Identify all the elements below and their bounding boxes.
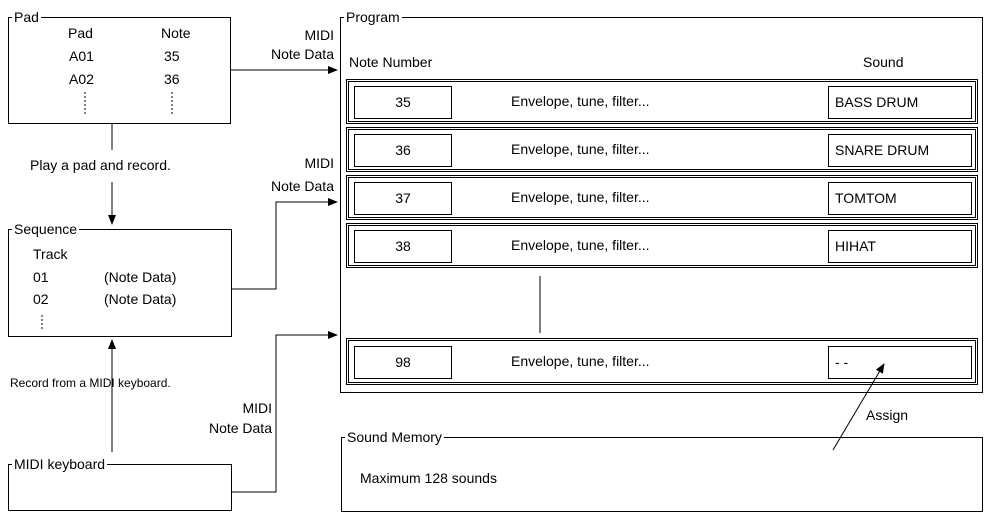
program-box-title: Program [344, 9, 402, 25]
sound-memory-title: Sound Memory [345, 429, 444, 445]
note-number-cell: 38 [354, 230, 452, 263]
midi-label: MIDI [304, 155, 334, 171]
arrow-sequence-to-program [232, 198, 338, 290]
note-data-label: Note Data [270, 178, 334, 194]
pad-box-title: Pad [12, 9, 41, 25]
pad-row-pad: A01 [69, 48, 94, 64]
midi-keyboard-box: MIDI keyboard [8, 456, 232, 511]
assign-label: Assign [866, 407, 909, 423]
parameters-text: Envelope, tune, filter... [511, 237, 650, 253]
program-row: 36 Envelope, tune, filter... SNARE DRUM [346, 127, 978, 172]
sound-cell: SNARE DRUM [828, 134, 972, 167]
sequence-row-track: 02 [33, 291, 49, 307]
pad-box: Pad Pad Note A01 35 A02 36 [8, 9, 231, 124]
sound-cell: HIHAT [828, 230, 972, 263]
midi-label: MIDI [304, 27, 334, 43]
sequence-row-data: (Note Data) [104, 269, 177, 285]
sequence-row-data: (Note Data) [104, 291, 177, 307]
midi-label: MIDI [242, 400, 272, 416]
program-row: 37 Envelope, tune, filter... TOMTOM [346, 175, 978, 220]
sequence-box-title: Sequence [12, 221, 80, 237]
sound-cell: - - [828, 346, 972, 379]
play-record-label: Play a pad and record. [30, 157, 171, 173]
note-number-cell: 35 [354, 86, 452, 119]
sequence-col-track: Track [33, 246, 68, 262]
pad-row-pad: A02 [69, 71, 94, 87]
sound-cell: BASS DRUM [828, 86, 972, 119]
pad-col-pad: Pad [68, 25, 93, 41]
parameters-text: Envelope, tune, filter... [511, 93, 650, 109]
sequence-row-track: 01 [33, 269, 49, 285]
pad-row-note: 36 [164, 71, 180, 87]
midi-keyboard-title: MIDI keyboard [12, 456, 108, 472]
parameters-text: Envelope, tune, filter... [511, 353, 650, 369]
note-number-cell: 98 [354, 346, 452, 379]
record-midi-label: Record from a MIDI keyboard. [10, 376, 171, 390]
sequence-box: Sequence Track 01 (Note Data) 02 (Note D… [8, 221, 232, 337]
program-box: Program Note Number Sound [340, 9, 983, 393]
note-data-label: Note Data [270, 46, 334, 62]
pad-row-note: 35 [164, 48, 180, 64]
parameters-text: Envelope, tune, filter... [511, 189, 650, 205]
pad-col-note: Note [161, 25, 191, 41]
program-col-sound: Sound [863, 54, 904, 70]
note-data-label: Note Data [208, 420, 272, 436]
program-col-note-number: Note Number [349, 54, 433, 70]
sound-memory-box: Sound Memory Maximum 128 sounds [341, 429, 983, 512]
sound-cell: TOMTOM [828, 182, 972, 215]
note-number-cell: 36 [354, 134, 452, 167]
program-row: 98 Envelope, tune, filter... - - [346, 338, 978, 385]
program-row: 35 Envelope, tune, filter... BASS DRUM [346, 79, 978, 124]
sound-memory-text: Maximum 128 sounds [360, 470, 497, 486]
parameters-text: Envelope, tune, filter... [511, 141, 650, 157]
note-number-cell: 37 [354, 182, 452, 215]
program-row: 38 Envelope, tune, filter... HIHAT [346, 223, 978, 268]
